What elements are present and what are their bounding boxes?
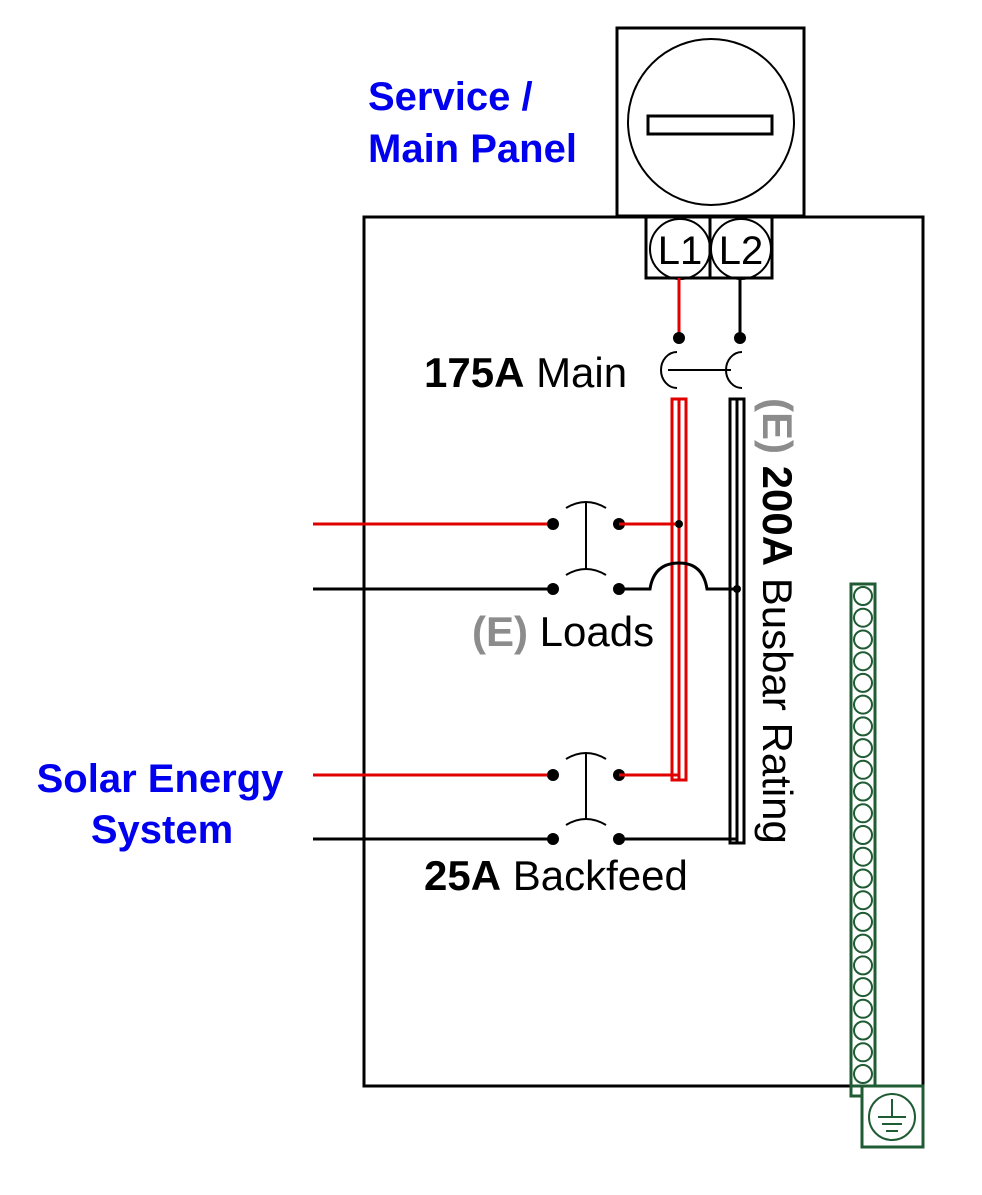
ground-terminal	[853, 586, 873, 606]
ground-terminal	[853, 846, 873, 867]
main-breaker	[660, 278, 746, 389]
ground-terminal	[853, 1064, 873, 1084]
ground-terminal	[853, 1042, 873, 1063]
busbar-rating-value: 200A	[754, 454, 801, 566]
main-breaker-label: 175A Main	[424, 349, 627, 396]
ground-terminal	[853, 738, 873, 759]
terminal-l2-label: L2	[719, 229, 764, 273]
ground-terminal	[853, 911, 873, 932]
ground-terminal	[853, 803, 873, 824]
solar-system-label-line1: Solar Energy	[37, 757, 285, 801]
terminal-l1-label: L1	[658, 229, 703, 273]
ground-terminal	[853, 716, 873, 737]
ground-terminal	[853, 825, 873, 845]
ground-terminal	[853, 868, 873, 889]
ground-terminal	[853, 955, 873, 976]
ground-icon	[860, 1084, 925, 1149]
busbar-rating-label: (E) 200A Busbar Rating	[754, 398, 801, 844]
backfeed-text: Backfeed	[501, 852, 688, 899]
main-breaker-rating: 175A	[424, 349, 524, 396]
backfeed-label: 25A Backfeed	[424, 852, 688, 899]
ground-terminal	[853, 890, 873, 911]
main-breaker-text: Main	[524, 349, 627, 396]
ground-terminal	[853, 933, 873, 954]
ground-terminal	[853, 759, 873, 780]
ground-terminal	[853, 781, 873, 802]
ground-terminal	[853, 977, 873, 998]
loads-text: Loads	[528, 608, 654, 655]
service-terminals: L1 L2	[644, 215, 774, 280]
ground-terminal	[853, 629, 873, 650]
busbars	[670, 397, 746, 845]
loads-breaker	[313, 501, 741, 595]
backfeed-breaker	[313, 752, 737, 845]
main-panel-enclosure	[362, 215, 925, 1088]
ground-terminal	[853, 998, 873, 1019]
ground-terminal	[853, 651, 873, 672]
service-meter	[615, 26, 806, 218]
loads-label: (E) Loads	[472, 608, 654, 655]
ground-bar-terminals	[853, 586, 873, 1084]
ground-terminal	[853, 694, 873, 715]
busbar-rating-text: Busbar Rating	[754, 566, 801, 844]
service-panel-label-line1: Service /	[368, 75, 533, 119]
ground-bar	[849, 582, 877, 1098]
loads-existing-tag: (E)	[472, 608, 528, 655]
busbar-existing-tag: (E)	[754, 398, 801, 454]
service-panel-label-line2: Main Panel	[368, 127, 577, 171]
ground-terminal	[853, 607, 873, 628]
ground-terminal	[853, 672, 873, 693]
backfeed-rating: 25A	[424, 852, 501, 899]
ground-terminal	[853, 1020, 873, 1041]
solar-system-label-line2: System	[91, 808, 233, 852]
